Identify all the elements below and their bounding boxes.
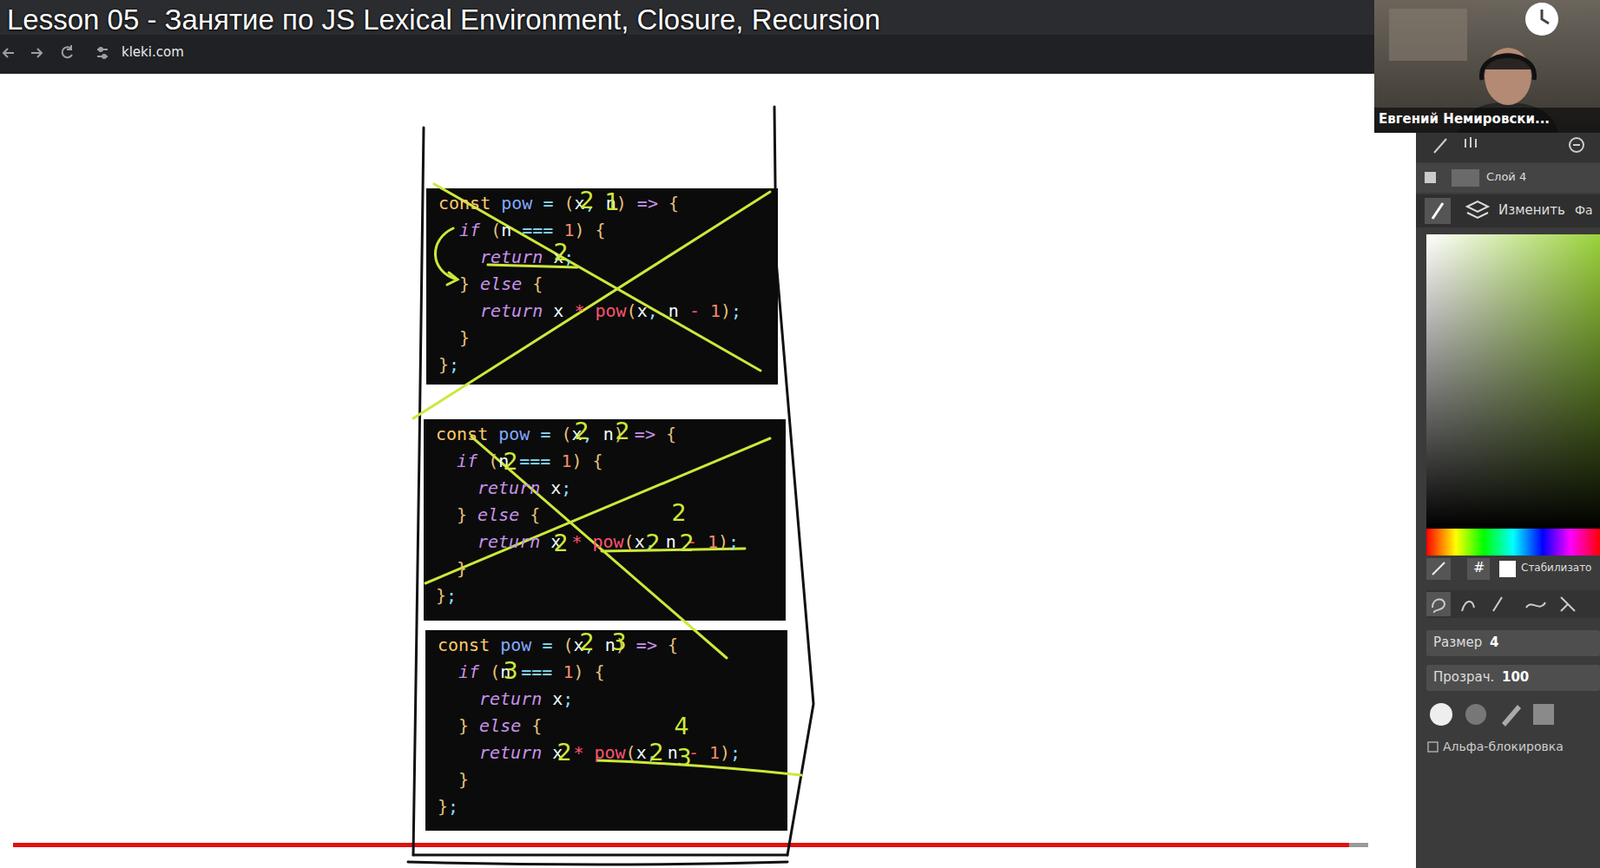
handwritten-value: 2	[553, 531, 568, 555]
progress-remaining	[1349, 842, 1369, 848]
clock-hands	[1541, 9, 1549, 24]
stroke-selected	[1426, 592, 1451, 617]
call-stack-outline	[408, 106, 814, 865]
cross-out-strokes	[413, 184, 802, 776]
handwritten-value: 2	[553, 240, 568, 264]
setting-value: 100	[1501, 670, 1529, 685]
code-line: }	[435, 555, 774, 583]
layer-name: Слой 4	[1486, 171, 1527, 185]
pen-brush	[1501, 704, 1521, 727]
square-brush	[1533, 704, 1554, 725]
handwritten-value: 2	[671, 500, 686, 525]
clock-icon	[1525, 2, 1559, 36]
stack-frame: const pow = (x, n) => {if (n === 1) {ret…	[426, 188, 778, 385]
headphones	[1481, 55, 1535, 80]
speaker-name: Евгений Немировски...	[1378, 111, 1550, 127]
code-line: };	[437, 793, 776, 821]
code-line: const pow = (x, n) => {	[435, 421, 774, 448]
setting-label: Альфа-блокировка	[1442, 739, 1564, 754]
toolbar-icons	[1434, 137, 1584, 153]
handwritten-value: 2	[614, 419, 630, 443]
progress-bar	[13, 842, 1350, 848]
handwritten-value: 2	[678, 531, 694, 555]
code-line: };	[438, 351, 766, 379]
setting-value: 4	[1489, 635, 1499, 651]
nav-buttons	[3, 45, 108, 59]
code-line: if (n === 1) {	[437, 658, 776, 686]
handwritten-value: 2	[579, 188, 594, 212]
handwritten-value: 1	[604, 190, 619, 214]
code-line: } else {	[437, 712, 776, 740]
handwritten-value: 3	[502, 658, 518, 683]
webcam-shelf	[1389, 8, 1468, 61]
tab-label: Фа	[1574, 203, 1594, 218]
browser-bar	[0, 0, 1600, 74]
stack-frame: const pow = (x, n) => {if (n === 1) {ret…	[423, 419, 786, 621]
handwritten-value: 4	[673, 714, 689, 738]
hue-bar	[1426, 528, 1600, 556]
code-line: return x;	[438, 243, 766, 271]
handwritten-value: 3	[611, 630, 626, 654]
tab-row	[1415, 194, 1600, 228]
code-line: if (n === 1) {	[438, 217, 766, 244]
code-line: }	[438, 324, 766, 352]
handwritten-value: 2	[573, 419, 589, 443]
eyedropper-button	[1426, 558, 1451, 580]
handwritten-value: 2	[648, 740, 664, 764]
tab-label: Изменить	[1498, 203, 1566, 218]
code-line: return x * pow(x, n - 1);	[435, 528, 774, 556]
code-line: return x;	[435, 474, 774, 502]
layer-checkbox	[1424, 171, 1436, 184]
video-title: Lesson 05 - Занятие по JS Lexical Enviro…	[6, 3, 881, 37]
code-line: } else {	[435, 501, 774, 529]
setting-label: Размер	[1433, 635, 1482, 651]
panel-toolbar	[1415, 132, 1600, 163]
code-line: return x * pow(x, n - 1);	[438, 297, 766, 325]
tool-panel	[1415, 132, 1600, 868]
opacity-slider	[1426, 665, 1600, 692]
setting-label: Стабилизато	[1520, 562, 1592, 575]
code-line: const pow = (x, n) => {	[437, 632, 776, 659]
webcam-frame	[1374, 0, 1600, 133]
url-text: kleki.com	[121, 45, 185, 60]
stack-frame: const pow = (x, n) => {if (n === 1) {ret…	[425, 630, 788, 831]
handwritten-value: 2	[579, 630, 594, 654]
brush-tab	[1424, 197, 1451, 224]
name-bar	[1374, 107, 1600, 133]
hex-symbol: #	[1473, 559, 1485, 576]
code-line: }	[437, 766, 776, 794]
code-line: const pow = (x, n) => {	[438, 190, 766, 218]
color-field	[1426, 234, 1600, 529]
soft-brush	[1465, 704, 1487, 725]
code-line: } else {	[438, 270, 766, 298]
setting-label: Прозрач.	[1433, 670, 1495, 685]
hex-button	[1467, 558, 1490, 580]
layer-thumbnail	[1451, 169, 1480, 187]
code-line: };	[435, 582, 774, 610]
layer-row	[1415, 163, 1600, 193]
round-brush	[1429, 703, 1453, 726]
code-line: if (n === 1) {	[435, 447, 774, 475]
brush-icon	[1432, 203, 1443, 219]
handwritten-value: 2	[645, 531, 660, 555]
stroke-row	[1426, 590, 1600, 619]
color-field-shade	[1426, 234, 1600, 529]
size-slider	[1426, 630, 1600, 657]
handwritten-value: 3	[676, 745, 692, 770]
alpha-checkbox	[1428, 742, 1438, 752]
color-swatch	[1499, 560, 1516, 578]
layers-icon	[1467, 201, 1489, 218]
eyedropper-icon	[1432, 562, 1445, 575]
handwritten-value: 2	[556, 740, 572, 764]
code-line: return x;	[437, 685, 776, 713]
handwritten-value: 2	[502, 449, 518, 474]
code-line: return x * pow(x, n - 1);	[437, 739, 776, 767]
stroke-icons	[1432, 597, 1575, 613]
